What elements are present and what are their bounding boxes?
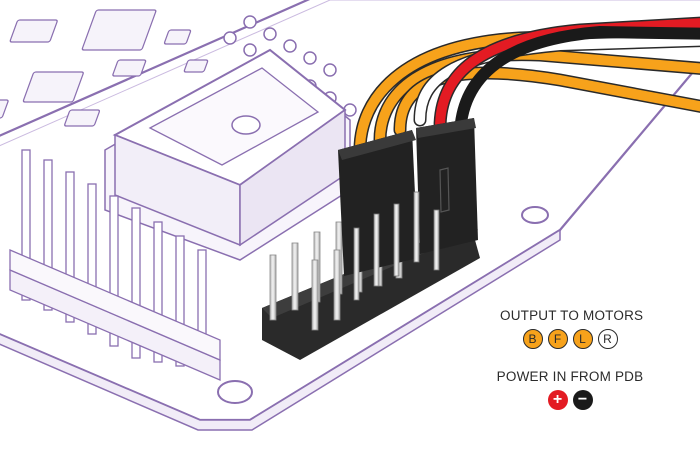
- left-pin: [87, 183, 97, 335]
- left-pin: [43, 159, 53, 311]
- badge-r: R: [597, 329, 618, 349]
- badge-b: B: [522, 329, 543, 349]
- left-pin: [109, 195, 119, 347]
- receiver-module: [104, 48, 351, 261]
- legend-motors-title: OUTPUT TO MOTORS: [500, 308, 644, 323]
- legend-output-to-motors: OUTPUT TO MOTORS B F L R: [500, 308, 644, 349]
- servo-plug-right: [416, 118, 478, 254]
- mounting-hole: [521, 206, 549, 224]
- left-pin: [131, 207, 141, 359]
- left-pin: [175, 235, 185, 367]
- legend-power-in: POWER IN FROM PDB + −: [495, 369, 645, 410]
- module-dot: [231, 115, 261, 135]
- foreground-pins: [353, 191, 440, 301]
- minus-icon: −: [572, 390, 593, 410]
- legend-power-title: POWER IN FROM PDB: [496, 369, 644, 384]
- left-pin: [65, 171, 75, 323]
- badge-f: F: [547, 329, 568, 349]
- servo-wires: [353, 16, 700, 157]
- mounting-hole: [217, 380, 253, 404]
- badge-l: L: [572, 329, 593, 349]
- left-pin: [153, 221, 163, 363]
- smd-components: [0, 9, 209, 127]
- left-pin: [21, 149, 31, 301]
- plus-icon: +: [547, 390, 568, 410]
- power-badges: + −: [495, 390, 645, 410]
- left-pin-headers: [9, 149, 221, 381]
- motor-badges: B F L R: [500, 329, 640, 349]
